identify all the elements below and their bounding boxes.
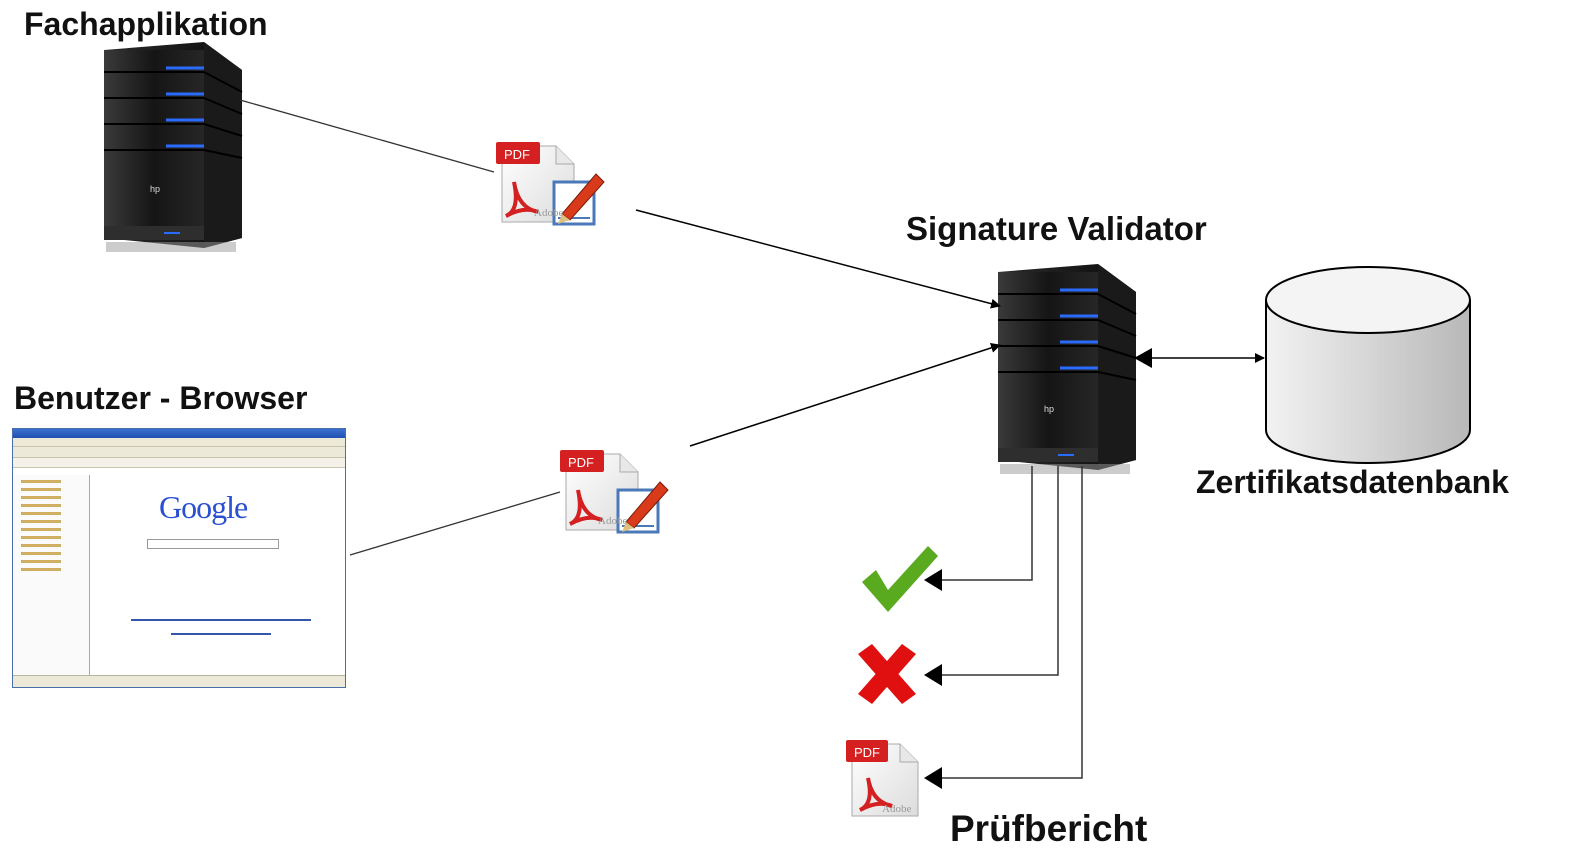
output-connector-valid — [940, 466, 1033, 581]
browser-search-box — [147, 539, 279, 549]
fachapplikation-label: Fachapplikation — [24, 6, 268, 42]
arrowhead-left — [1134, 348, 1152, 368]
adobe-label: Adobe — [598, 515, 627, 527]
pdf-label: PDF — [854, 745, 880, 760]
cross-icon — [858, 644, 916, 704]
signature-validator-server-icon — [996, 262, 1138, 476]
adobe-label: Adobe — [882, 803, 911, 815]
signed-pdf-icon: PDF Adobe — [558, 448, 670, 534]
pruefbericht-label: Prüfbericht — [950, 808, 1148, 849]
browser-link-line — [171, 633, 271, 635]
browser-status-bar — [13, 675, 345, 687]
signed-pdf-icon: PDF Adobe — [494, 140, 606, 226]
check-mark-icon — [862, 546, 938, 612]
arrowhead-left — [924, 569, 942, 591]
browser-title-bar — [13, 429, 345, 438]
connector-line — [239, 99, 495, 173]
pdf-label: PDF — [504, 147, 530, 162]
server-logo: hp — [150, 184, 160, 194]
connector-arrow — [689, 343, 1001, 447]
connector-line — [349, 491, 561, 556]
browser-sidebar — [13, 475, 90, 675]
output-connector-report — [940, 466, 1083, 779]
arrowhead-left — [924, 767, 942, 789]
server-logo: hp — [1044, 404, 1054, 414]
zertifikatsdatenbank-label: Zertifikatsdatenbank — [1196, 464, 1509, 500]
report-pdf-icon: PDF Adobe — [846, 740, 919, 817]
browser-address-bar — [13, 458, 345, 468]
adobe-label: Adobe — [534, 207, 563, 219]
browser-menu-bar — [13, 438, 345, 447]
browser-toolbar — [13, 447, 345, 458]
fachapplikation-server-icon — [102, 40, 244, 254]
browser-logo: Google — [159, 489, 248, 525]
browser-link-line — [131, 619, 311, 621]
arrowhead-left — [924, 664, 942, 686]
browser-window-icon: Google — [12, 428, 346, 688]
pdf-label: PDF — [568, 455, 594, 470]
connector-arrow — [635, 209, 1001, 309]
browser-content: Google — [91, 475, 345, 675]
database-icon — [1265, 266, 1471, 464]
output-connector-invalid — [940, 466, 1059, 676]
signature-validator-label: Signature Validator — [906, 210, 1207, 247]
benutzer-browser-label: Benutzer - Browser — [14, 380, 308, 416]
